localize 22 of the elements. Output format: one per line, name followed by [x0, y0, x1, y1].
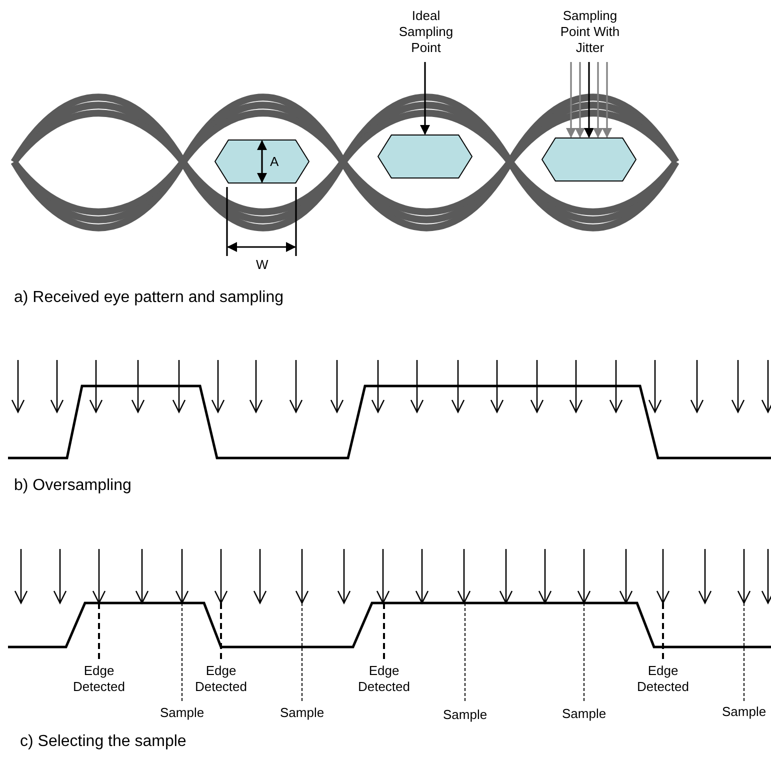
panel-caption: b) Oversampling: [14, 476, 132, 495]
arrow: [584, 62, 594, 138]
panel-caption: a) Received eye pattern and sampling: [14, 288, 284, 307]
arrow: [593, 62, 603, 138]
arrow: [602, 62, 612, 138]
arrow: [420, 62, 430, 135]
callout-text: Ideal Sampling Point: [398, 8, 454, 56]
marker-label: Edge Detected: [636, 663, 690, 695]
dimension-label: A: [270, 154, 279, 170]
marker-label: Sample: [722, 704, 766, 720]
marker-label: Sample: [562, 706, 606, 722]
arrow: [575, 62, 585, 138]
panel-caption: c) Selecting the sample: [20, 732, 186, 751]
marker-label: Edge Detected: [356, 663, 412, 695]
marker-label: Edge Detected: [194, 663, 248, 695]
callout-text: Sampling Point With Jitter: [559, 8, 621, 56]
marker-label: Sample: [280, 705, 324, 721]
marker-label: Sample: [443, 707, 488, 723]
dimension-label: W: [256, 257, 268, 273]
marker-label: Sample: [160, 705, 204, 721]
marker-label: Edge Detected: [72, 663, 126, 695]
arrow: [566, 62, 576, 138]
